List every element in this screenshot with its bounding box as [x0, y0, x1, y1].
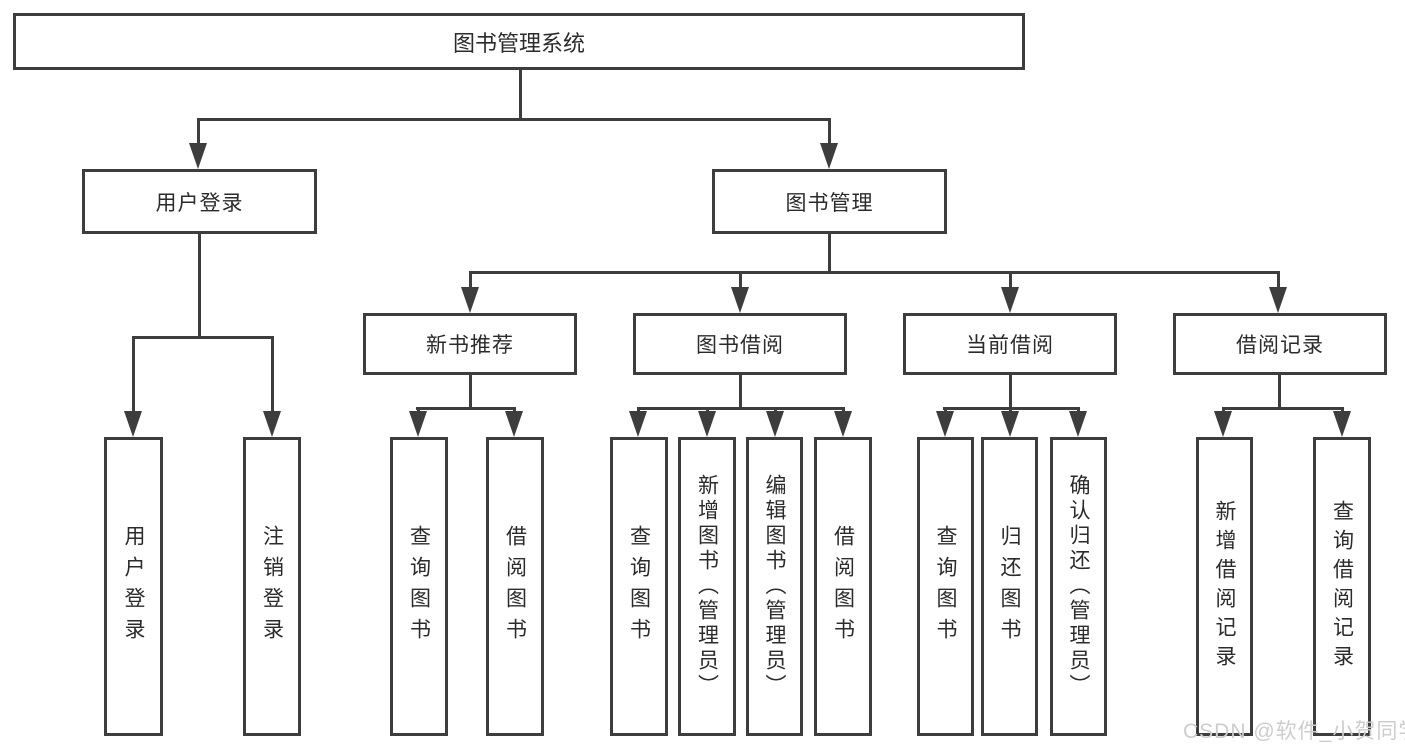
connector-line — [271, 336, 274, 413]
connector-line — [469, 375, 472, 407]
arrowhead-icon — [1001, 411, 1019, 437]
arrowhead-icon — [189, 143, 207, 169]
leaf-label: 借阅图书 — [503, 524, 527, 649]
connector-line — [132, 336, 135, 413]
arrowhead-icon — [834, 411, 852, 437]
leaf-add-books-admin: 新增图书（管理员） — [678, 437, 736, 736]
leaf-user-login: 用户登录 — [104, 437, 163, 736]
leaf-logout: 注销登录 — [243, 437, 301, 736]
leaf-query-books-recommend: 查询图书 — [390, 437, 448, 736]
leaf-label: 借阅图书 — [831, 524, 855, 649]
arrowhead-icon — [1214, 411, 1232, 437]
leaf-label: 用户登录 — [122, 524, 145, 649]
connector-line — [1277, 271, 1280, 289]
arrowhead-icon — [820, 143, 838, 169]
arrowhead-icon — [731, 287, 749, 313]
arrowhead-icon — [263, 411, 281, 437]
leaf-query-borrow-record: 查询借阅记录 — [1313, 437, 1371, 736]
leaf-label: 查询图书 — [627, 524, 651, 649]
node-book-management: 图书管理 — [712, 169, 947, 234]
connector-line — [828, 233, 831, 271]
arrowhead-icon — [936, 411, 954, 437]
connector-line — [1278, 375, 1281, 407]
leaf-borrow-books-borrow: 借阅图书 — [814, 437, 872, 736]
leaf-edit-books-admin: 编辑图书（管理员） — [746, 437, 803, 736]
connector-line — [1009, 271, 1012, 289]
leaf-label: 新增图书（管理员） — [695, 474, 719, 699]
arrowhead-icon — [409, 411, 427, 437]
arrowhead-icon — [1001, 287, 1019, 313]
arrowhead-icon — [698, 411, 716, 437]
connector-line — [739, 271, 742, 289]
connector-line — [519, 70, 522, 118]
connector-line — [416, 407, 515, 410]
node-current-borrowing: 当前借阅 — [903, 313, 1117, 375]
leaf-label: 编辑图书（管理员） — [763, 474, 786, 699]
connector-line — [828, 118, 831, 146]
connector-line — [469, 271, 472, 289]
node-library-system: 图书管理系统 — [13, 13, 1025, 70]
arrowhead-icon — [1333, 411, 1351, 437]
leaf-confirm-return-admin: 确认归还（管理员） — [1050, 437, 1107, 736]
leaf-borrow-books-recommend: 借阅图书 — [486, 437, 544, 736]
arrowhead-icon — [629, 411, 647, 437]
leaf-label: 注销登录 — [260, 524, 284, 649]
connector-line — [197, 118, 831, 121]
connector-line — [132, 336, 274, 339]
arrowhead-icon — [124, 411, 142, 437]
csdn-watermark: CSDN @软件_小贺同学 — [1183, 720, 1405, 743]
arrowhead-icon — [505, 411, 523, 437]
leaf-return-books: 归还图书 — [981, 437, 1038, 736]
leaf-label: 查询图书 — [934, 524, 957, 649]
node-book-borrowing: 图书借阅 — [633, 313, 847, 375]
connector-line — [469, 271, 1280, 274]
leaf-label: 查询图书 — [407, 524, 431, 649]
arrowhead-icon — [1069, 411, 1087, 437]
leaf-query-books-current: 查询图书 — [917, 437, 974, 736]
connector-line — [739, 375, 742, 407]
connector-line — [1222, 407, 1344, 410]
leaf-label: 查询借阅记录 — [1330, 499, 1354, 674]
arrowhead-icon — [766, 411, 784, 437]
connector-line — [1009, 375, 1012, 407]
node-new-book-recommendation: 新书推荐 — [363, 313, 577, 375]
arrowhead-icon — [461, 287, 479, 313]
leaf-add-borrow-record: 新增借阅记录 — [1196, 437, 1253, 736]
connector-line — [198, 234, 201, 336]
node-borrowing-records: 借阅记录 — [1173, 313, 1387, 375]
leaf-label: 确认归还（管理员） — [1067, 474, 1090, 699]
arrowhead-icon — [1269, 287, 1287, 313]
leaf-label: 新增借阅记录 — [1213, 499, 1236, 674]
leaf-label: 归还图书 — [998, 524, 1021, 649]
connector-line — [637, 407, 845, 410]
node-user-login: 用户登录 — [82, 169, 317, 234]
leaf-query-books-borrow: 查询图书 — [610, 437, 668, 736]
connector-line — [197, 118, 200, 146]
